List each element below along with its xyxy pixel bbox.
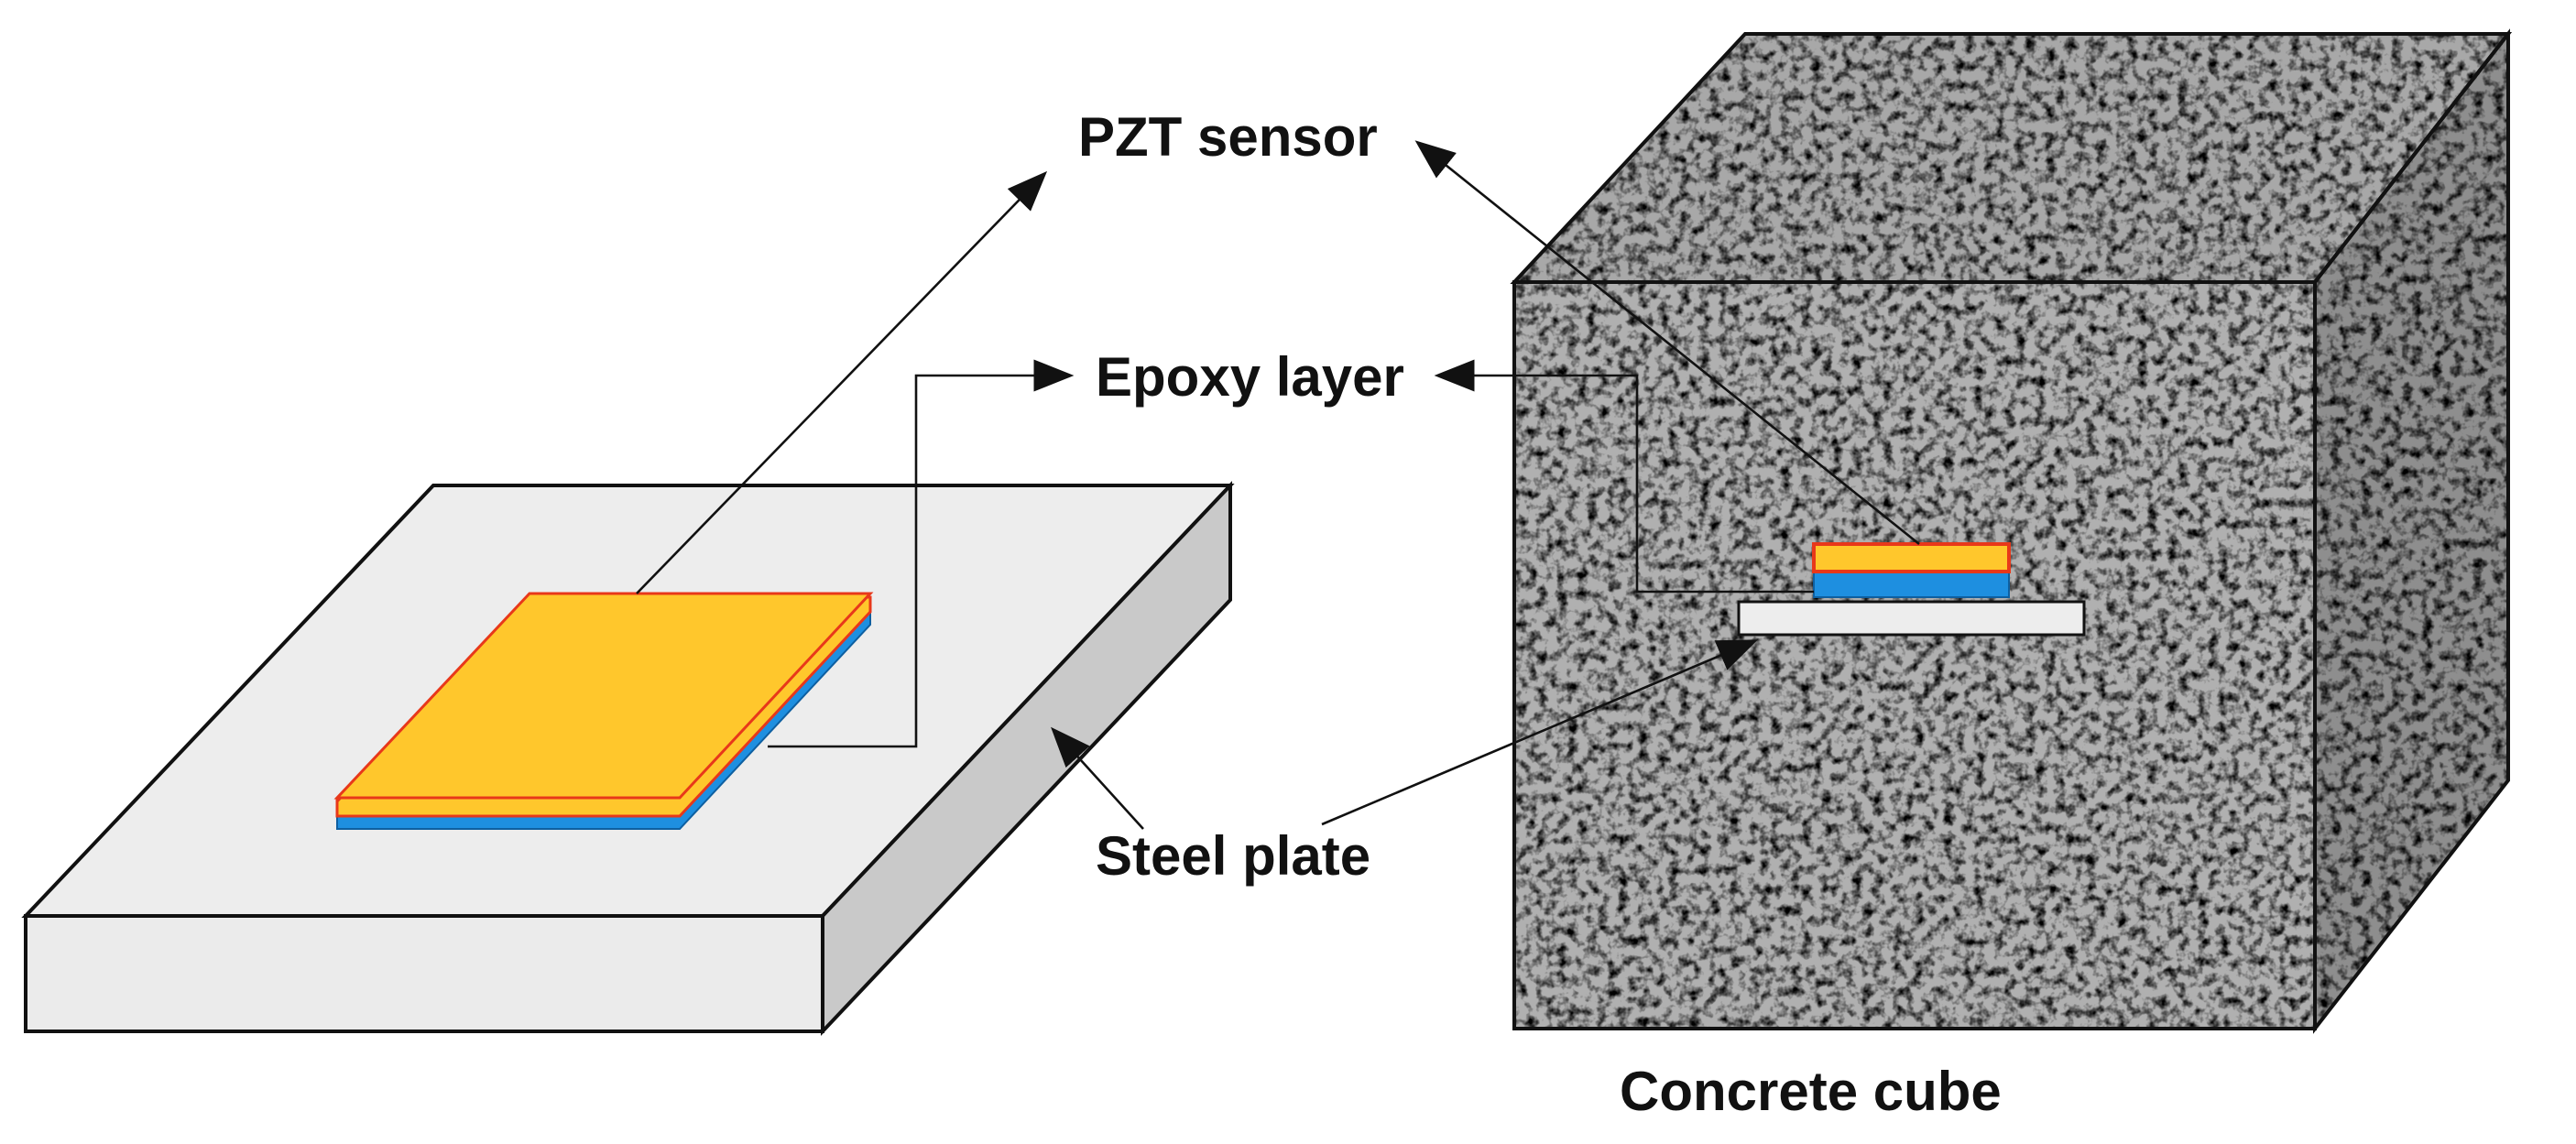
steel-plate-assembly	[21, 480, 1235, 1037]
steel-plate-label: Steel plate	[1096, 825, 1370, 887]
pzt-leader-left	[636, 170, 1048, 594]
epoxy-layer-label: Epoxy layer	[1096, 346, 1404, 408]
embedded-epoxy-layer	[1813, 569, 2010, 598]
pzt-leader-right	[1414, 140, 1920, 546]
steel-plate-front	[24, 914, 824, 1033]
pzt-sensor-top-plate	[333, 592, 874, 800]
embedded-steel-plate	[1737, 600, 2086, 637]
concrete-cube	[1510, 28, 2513, 1034]
pzt-sensor-label: PZT sensor	[1078, 106, 1378, 168]
steel-leader-left	[1051, 726, 1144, 830]
embedded-pzt-sensor	[1812, 542, 2011, 573]
steel-plate-side	[821, 480, 1232, 1037]
epoxy-leader-right	[1434, 359, 1814, 594]
steel-leader-right	[1321, 639, 1759, 826]
concrete-cube-label: Concrete cube	[1620, 1061, 2002, 1122]
leader-lines	[636, 140, 1920, 830]
epoxy-leader-left	[768, 359, 1075, 748]
